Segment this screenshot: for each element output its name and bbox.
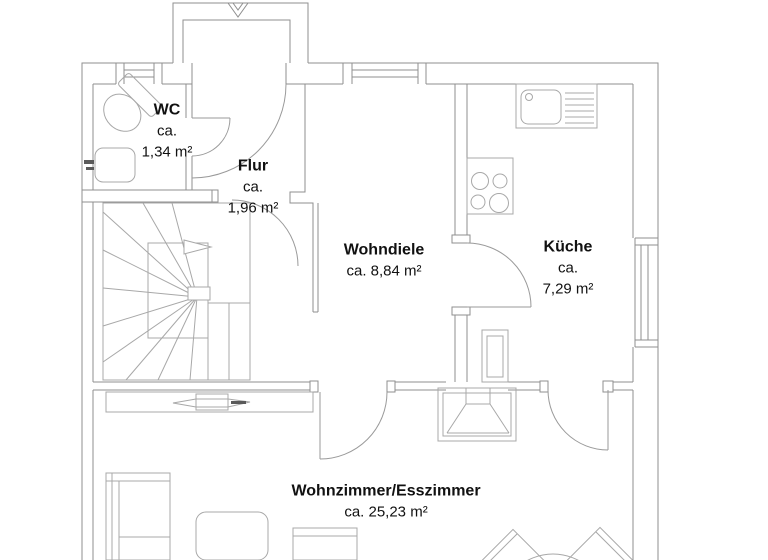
stair-direction-arrow-icon bbox=[183, 239, 213, 255]
entrance-door bbox=[191, 83, 287, 179]
hall-door bbox=[231, 199, 299, 267]
exterior-walls bbox=[81, 62, 659, 560]
coffee-table bbox=[195, 511, 269, 560]
room-label-wohndiele: Wohndiele ca. 8,84 m² bbox=[344, 240, 425, 283]
room-area: ca. bbox=[156, 122, 178, 140]
kitchen-sink-icon bbox=[515, 83, 598, 129]
toilet-icon bbox=[103, 73, 162, 132]
dining-table bbox=[527, 553, 579, 560]
entrance-porch bbox=[172, 2, 309, 84]
living-room-door-1 bbox=[319, 391, 388, 460]
tall-cabinet bbox=[481, 329, 509, 383]
wc-door bbox=[191, 117, 231, 157]
entrance-arrow-icon bbox=[227, 2, 249, 18]
room-name: WC bbox=[153, 101, 181, 119]
room-label-wohnzimmer: Wohnzimmer/Esszimmer ca. 25,23 m² bbox=[291, 481, 480, 524]
room-label-flur: Flur ca. 1,96 m² bbox=[228, 155, 279, 218]
window-north-left bbox=[115, 63, 163, 84]
window-north-center bbox=[342, 63, 427, 84]
room-area: ca. bbox=[242, 178, 264, 196]
room-area: 7,29 m² bbox=[542, 280, 594, 298]
room-area: ca. 25,23 m² bbox=[344, 503, 428, 521]
window-east bbox=[634, 237, 658, 348]
fireplace-icon bbox=[437, 387, 517, 442]
kitchen-door bbox=[466, 242, 532, 308]
room-area: 1,34 m² bbox=[141, 143, 193, 161]
dining-chair-right bbox=[566, 526, 634, 560]
washbasin-icon bbox=[84, 147, 136, 183]
room-label-kueche: Küche ca. 7,29 m² bbox=[543, 236, 594, 299]
room-name: Flur bbox=[237, 157, 269, 175]
stove-icon bbox=[466, 157, 514, 215]
living-room-door-2 bbox=[547, 389, 609, 451]
room-area: ca. bbox=[557, 259, 579, 277]
armchair bbox=[292, 527, 358, 560]
winder-stairs bbox=[102, 202, 251, 381]
room-name: Wohndiele bbox=[343, 241, 425, 259]
room-area: ca. 8,84 m² bbox=[346, 262, 422, 280]
room-name: Küche bbox=[543, 238, 593, 256]
room-name: Wohnzimmer/Esszimmer bbox=[291, 482, 481, 500]
room-area: 1,96 m² bbox=[227, 199, 279, 217]
sofa bbox=[105, 472, 171, 560]
sideboard bbox=[105, 391, 314, 413]
room-label-wc: WC ca. 1,34 m² bbox=[142, 99, 193, 162]
dining-chair-left bbox=[479, 528, 547, 560]
